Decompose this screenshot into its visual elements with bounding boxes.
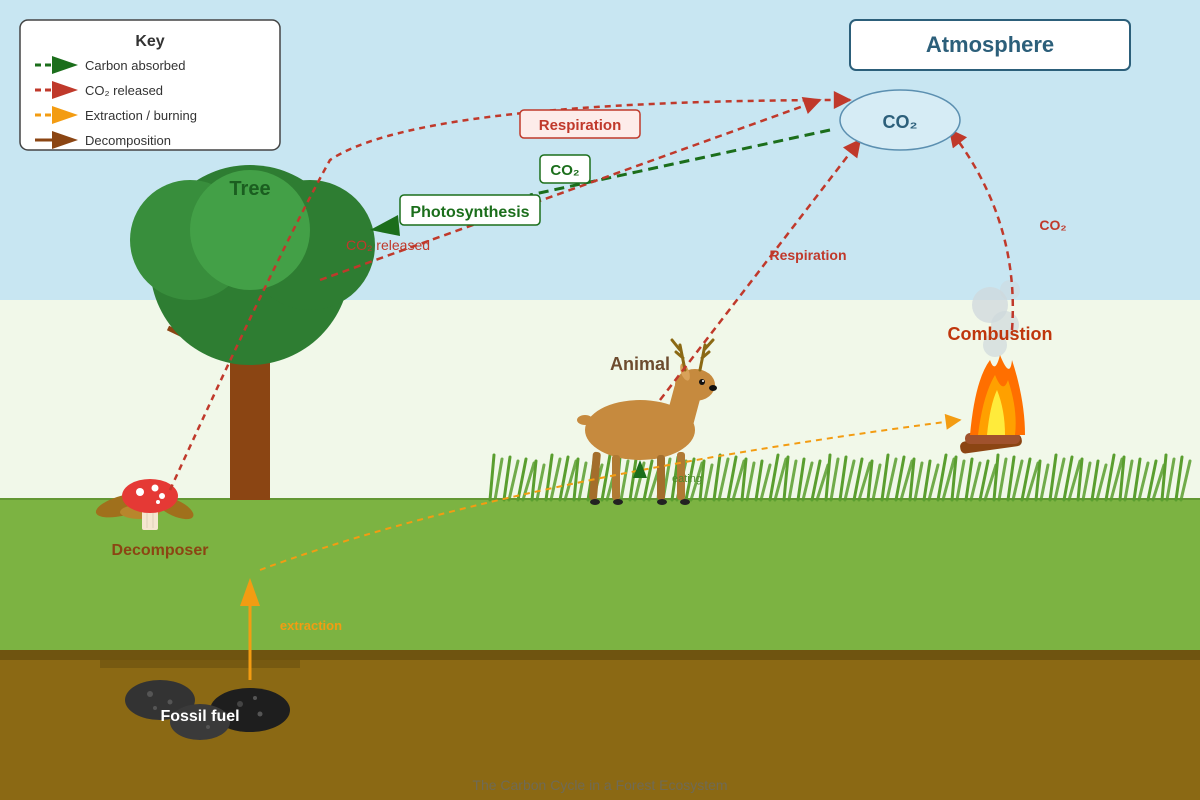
- soil-top-edge: [0, 650, 1200, 660]
- arrow-photosynthesis-uptake: [529, 128, 831, 197]
- extraction-arrowhead: [240, 578, 260, 606]
- eating-arrowhead: [633, 460, 647, 478]
- photosynthesis-label: Photosynthesis: [410, 204, 529, 221]
- legend-label: Decomposition: [85, 133, 171, 148]
- co2-released-label: CO₂ released: [346, 237, 430, 253]
- co2-uptake-label: CO₂: [550, 162, 579, 179]
- diagram-caption: The Carbon Cycle in a Forest Ecosystem: [472, 777, 727, 793]
- animal-respiration-label: Respiration: [769, 247, 846, 263]
- legend-label: CO₂ released: [85, 83, 163, 98]
- respiration-box-label: Respiration: [539, 117, 622, 134]
- legend-item-extraction-burning: Extraction / burning: [35, 106, 197, 124]
- mushroom-icon: [95, 479, 194, 530]
- arrow-combustion-co2: [948, 128, 1014, 331]
- arrow-animal-respiration: [659, 138, 862, 401]
- decomposer-label: Decomposer: [112, 542, 209, 559]
- legend-label: Carbon absorbed: [85, 58, 185, 73]
- tree-illustration: [130, 165, 375, 500]
- animal-label: Animal: [610, 354, 670, 374]
- photosynthesis-arrowhead: [370, 215, 400, 236]
- tree-label: Tree: [229, 178, 270, 200]
- atmosphere-co2-pool: CO₂: [839, 89, 961, 151]
- deer-icon: [577, 338, 717, 505]
- ground-band: [0, 498, 1200, 658]
- respiration-box: Respiration: [519, 109, 641, 139]
- photosynthesis-box: Photosynthesis: [399, 194, 541, 226]
- atmosphere-title: Atmosphere: [926, 32, 1054, 57]
- atmosphere-node: Atmosphere: [849, 19, 1131, 71]
- coal-icon: [125, 680, 290, 740]
- atmosphere-co2-label: CO₂: [883, 112, 918, 132]
- legend-item-co2-released: CO₂ released: [35, 81, 163, 99]
- legend-item-carbon-absorbed: Carbon absorbed: [35, 56, 185, 74]
- legend-label: Extraction / burning: [85, 108, 197, 123]
- soil-shadow: [100, 658, 300, 668]
- legend-item-decomposition: Decomposition: [35, 131, 171, 149]
- campfire-icon: [960, 280, 1025, 454]
- combustion-co2-label: CO₂: [1039, 217, 1066, 233]
- arrow-decomposer-respiration: [168, 91, 852, 491]
- legend: Key Carbon absorbed CO₂ released Extract…: [19, 19, 281, 151]
- flow-arrows: [168, 91, 1014, 680]
- extraction-label: extraction: [280, 618, 342, 633]
- combustion-label: Combustion: [948, 324, 1053, 344]
- eating-label: eating: [672, 473, 702, 485]
- co2-uptake-box: CO₂: [539, 154, 591, 184]
- fossil-fuel-label: Fossil fuel: [160, 708, 239, 725]
- arrow-tree-respiration: [319, 97, 822, 282]
- legend-title: Key: [135, 33, 164, 50]
